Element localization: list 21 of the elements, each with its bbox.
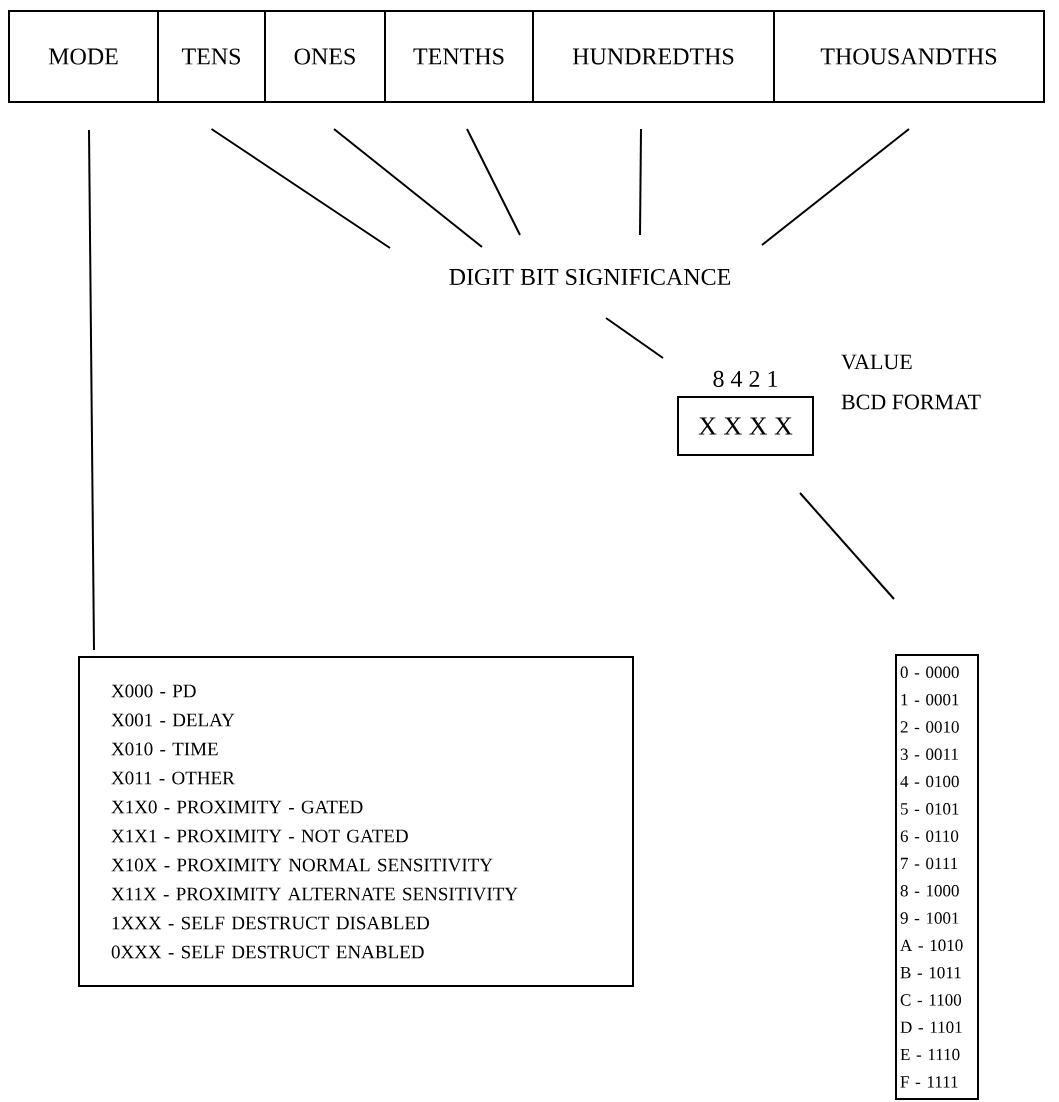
format-note: BCD FORMAT [841,394,981,410]
leader-line [466,128,521,236]
leader-line [639,128,642,236]
leader-line [333,128,483,248]
field-cell: MODE [8,10,159,103]
node-label: 8 4 2 1 [713,370,778,388]
value-list-box: 0 - 0000 1 - 0001 2 - 0010 3 - 0011 4 - 0100 5 - 0101 6 - 0110 7 - 0111 8 - 1000 9 - 1001 A - 1010 B - 1011 C - 1100 D - 1101 E - 1110 F - 1111 [895,654,979,1100]
format-note: VALUE [841,354,912,370]
bit-box: X X X X 8 4 2 1 [677,370,814,456]
field-cell: HUNDREDTHS [532,10,775,103]
mode-list-box: X000 - PD X001 - DELAY X010 - TIME X011 - OTHER X1X0 - PROXIMITY - GATED X1X1 - PROXIMITY - NOT GATED X10X - PROXIMITY NORMAL SENSITIVITY X11X - PROXIMITY ALTERNATE SENSITIVITY 1XXX - SELF DESTRUCT DISABLED 0XXX - SELF DESTRUCT ENABLED [78,656,634,987]
leader-line [605,317,664,359]
leader-line [88,129,95,651]
significance-label: DIGIT BIT SIGNIFICANCE [449,268,731,286]
field-cell: TENS [157,10,266,103]
leader-line [210,128,391,249]
field-cell: ONES [264,10,386,103]
leader-line [799,492,895,600]
field-cell: THOUSANDTHS [773,10,1045,103]
field-cell: TENTHS [384,10,534,103]
leader-line [761,128,910,246]
